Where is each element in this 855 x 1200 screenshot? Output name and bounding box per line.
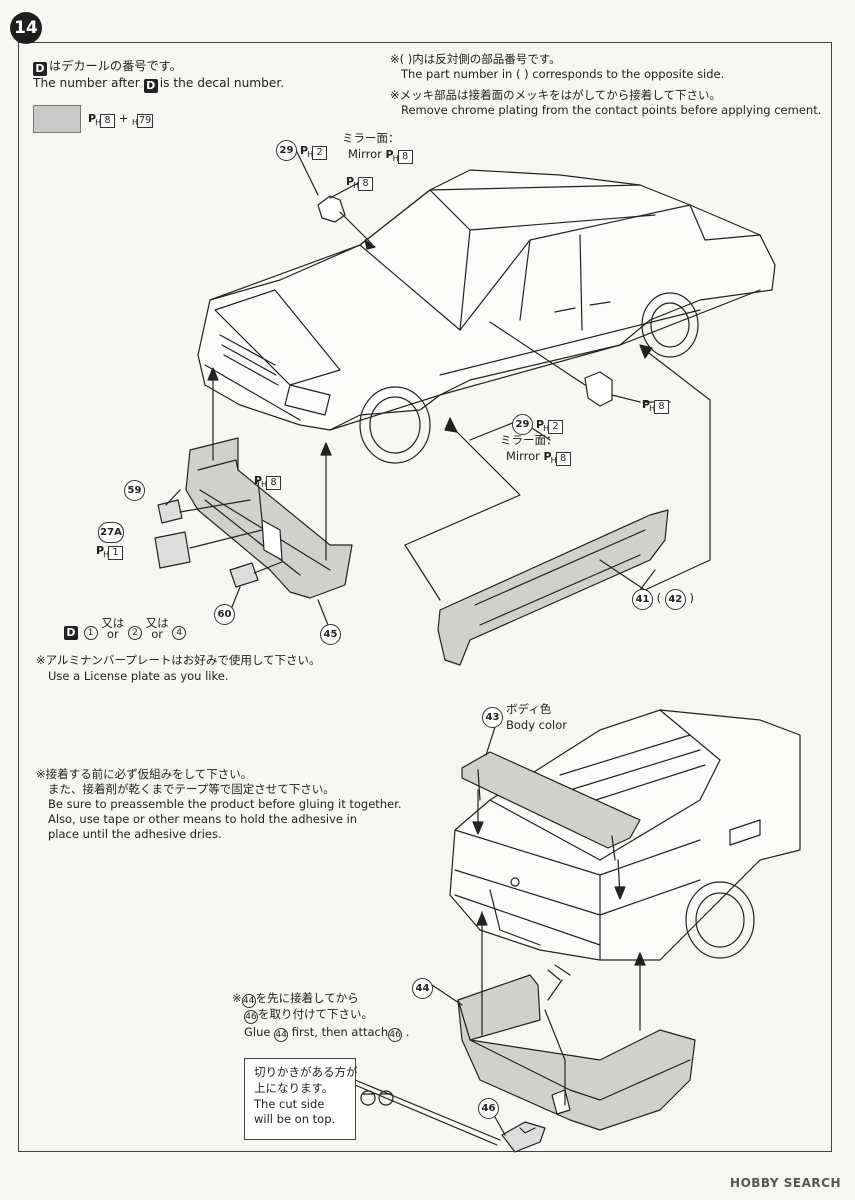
preassemble-en1: Be sure to preassemble the product befor… bbox=[48, 797, 402, 811]
preassemble-en2: Also, use tape or other means to hold th… bbox=[48, 812, 358, 826]
car-body-front-view bbox=[197, 169, 776, 464]
glue-note-en: Glue 44 first, then attach46 . bbox=[244, 1025, 410, 1042]
chrome-note-jp: ※メッキ部品は接着面のメッキをはがしてから接着して下さい。 bbox=[390, 88, 721, 102]
spoiler-color-en: Body color bbox=[506, 718, 568, 732]
rear-bumper-part bbox=[457, 974, 696, 1131]
part-number-27a: 27A bbox=[98, 522, 124, 543]
rear-bumper-piece-46 bbox=[501, 1121, 546, 1153]
preassemble-jp1: ※接着する前に必ず仮組みをして下さい。 bbox=[36, 767, 253, 781]
car-body-rear-view bbox=[449, 709, 801, 981]
part-number-46: 46 bbox=[478, 1098, 499, 1119]
plate-59 bbox=[157, 499, 183, 524]
decal-badge: D bbox=[33, 62, 47, 76]
cut-note-jp2: 上になります。 bbox=[254, 1081, 334, 1095]
cut-note-jp1: 切りかきがある方が bbox=[254, 1065, 358, 1079]
instruction-frame bbox=[18, 42, 832, 1152]
side-skirt-part-numbers: 41 ( 42 ) bbox=[632, 589, 694, 610]
front-bumper-part bbox=[185, 437, 353, 599]
mirror-side-jp: ミラー面： bbox=[500, 433, 558, 447]
plate-60 bbox=[229, 562, 259, 588]
cut-note-en1: The cut side bbox=[254, 1097, 325, 1111]
preassemble-jp2: また、接着剤が乾くまでテープ等で固定させて下さい。 bbox=[48, 782, 335, 796]
mirror-top-jp: ミラー面： bbox=[342, 131, 400, 145]
license-note-jp: ※アルミナンバープレートはお好みで使用して下さい。 bbox=[36, 653, 321, 667]
hobby-search-watermark: HOBBY SEARCH bbox=[730, 1176, 841, 1190]
preassemble-en3: place until the adhesive dries. bbox=[48, 827, 222, 841]
glue-note-jp2: 46を取り付けて下さい。 bbox=[244, 1007, 373, 1024]
mirror-top-part bbox=[317, 195, 346, 223]
side-skirt-part bbox=[437, 509, 669, 666]
glue-note-jp1: ※44を先に接着してから bbox=[232, 991, 359, 1008]
chrome-note-en: Remove chrome plating from the contact p… bbox=[401, 103, 822, 117]
cut-side-note-box bbox=[244, 1058, 356, 1140]
spoiler-color-jp: ボディ色 bbox=[506, 702, 552, 716]
license-note-en: Use a License plate as you like. bbox=[48, 669, 229, 683]
rear-spoiler-part bbox=[461, 751, 641, 861]
part-number-59: 59 bbox=[124, 480, 145, 501]
opposite-note-jp: ※( )内は反対側の部品番号です。 bbox=[390, 52, 561, 66]
part-number-29-side: 29 bbox=[512, 414, 533, 435]
opposite-note-en: The part number in ( ) corresponds to th… bbox=[401, 67, 725, 81]
part-number-60: 60 bbox=[214, 604, 235, 625]
license-plate-27a bbox=[154, 531, 191, 569]
part-number-29-top: 29 bbox=[276, 140, 297, 161]
part-number-43: 43 bbox=[482, 707, 503, 728]
part-number-45: 45 bbox=[320, 624, 341, 645]
part-number-44: 44 bbox=[412, 978, 433, 999]
gray-color-swatch bbox=[33, 105, 81, 133]
step-number-badge: 14 bbox=[10, 12, 42, 44]
mirror-side-part bbox=[584, 371, 613, 407]
cut-note-en2: will be on top. bbox=[254, 1112, 336, 1126]
